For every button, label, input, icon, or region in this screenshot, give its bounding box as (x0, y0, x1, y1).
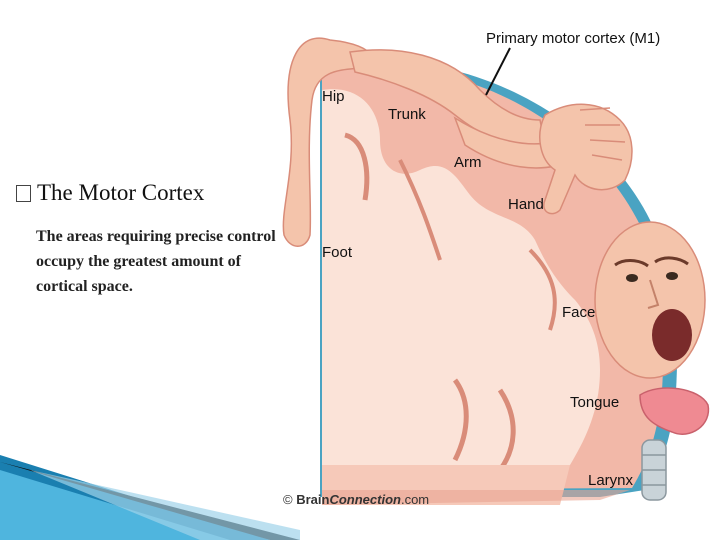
corner-decoration (0, 455, 300, 540)
label-tongue: Tongue (570, 394, 620, 411)
credit-connection: Connection (329, 492, 401, 507)
image-credit: © BrainConnection.com (283, 492, 429, 507)
slide-body-text: The areas requiring precise control occu… (36, 228, 276, 295)
square-bullet-icon (16, 184, 31, 202)
label-foot: Foot (322, 244, 353, 261)
credit-domain: .com (400, 492, 430, 507)
label-trunk: Trunk (388, 106, 426, 123)
label-hip: Hip (322, 88, 345, 105)
label-arm: Arm (454, 154, 482, 171)
label-face: Face (562, 304, 596, 321)
label-hand: Hand (508, 196, 544, 213)
credit-symbol: © (283, 492, 293, 507)
credit-brain: Brain (296, 492, 330, 507)
homunculus-body (282, 37, 710, 501)
label-m1: Primary motor cortex (M1) (486, 30, 661, 47)
label-larynx: Larynx (588, 472, 634, 489)
slide-title: The Motor Cortex (16, 180, 204, 206)
slide-title-text: The Motor Cortex (37, 180, 205, 205)
m1-pointer-line (485, 47, 511, 96)
